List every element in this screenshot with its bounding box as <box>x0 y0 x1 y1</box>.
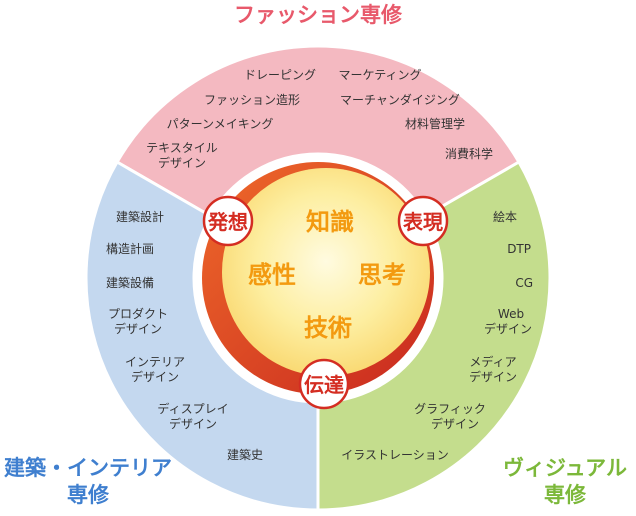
architecture-item: インテリア <box>125 355 185 369</box>
visual-item: DTP <box>507 242 531 256</box>
architecture-item: 建築設計 <box>116 209 164 224</box>
visual-item: CG <box>515 276 533 290</box>
architecture-item: デザイン <box>169 416 217 431</box>
visual-item: Web <box>498 307 524 321</box>
fashion-title: ファッション専修 <box>234 3 403 27</box>
fashion-item: デザイン <box>158 155 206 170</box>
architecture-item: デザイン <box>114 321 162 336</box>
visual-item: デザイン <box>469 369 517 384</box>
fashion-item: マーケティング <box>338 68 421 82</box>
architecture-item: 建築史 <box>227 447 263 462</box>
visual-item: グラフィック <box>414 402 486 416</box>
architecture-item: 構造計画 <box>106 241 154 256</box>
visual-item: 絵本 <box>493 209 517 224</box>
visual-title-line2: 専修 <box>544 483 587 507</box>
badge-ideation-label: 発想 <box>207 210 248 234</box>
visual-item: デザイン <box>431 416 479 431</box>
core-word-technique: 技術 <box>304 314 352 342</box>
visual-title-line1: ヴィジュアル <box>503 456 627 480</box>
fashion-item: ファッション造形 <box>204 93 300 107</box>
badge-ideation: 発想 <box>202 195 254 247</box>
badge-expression-label: 表現 <box>403 210 443 234</box>
fashion-item: パターンメイキング <box>167 117 274 131</box>
badge-expression: 表現 <box>397 195 449 247</box>
badge-communication: 伝達 <box>298 358 350 410</box>
architecture-item: プロダクト <box>108 306 168 321</box>
badge-communication-label: 伝達 <box>304 373 344 397</box>
visual-item: メディア <box>469 354 516 369</box>
architecture-item: 建築設備 <box>106 275 154 290</box>
architecture-title-line2: 専修 <box>67 483 110 507</box>
visual-item: デザイン <box>484 321 532 336</box>
visual-item: イラストレーション <box>341 448 449 462</box>
core-word-sensibility: 感性 <box>248 261 296 289</box>
fashion-item: 消費科学 <box>445 146 493 161</box>
fashion-item: マーチャンダイジング <box>340 92 460 107</box>
fashion-item: ドレーピング <box>244 68 316 82</box>
core-circle <box>222 168 430 376</box>
fashion-item: テキスタイル <box>146 141 218 155</box>
core-word-knowledge: 知識 <box>306 208 354 236</box>
architecture-title-line1: 建築・インテリア <box>4 456 172 480</box>
architecture-item: デザイン <box>131 369 179 384</box>
fashion-item: 材料管理学 <box>405 116 465 131</box>
core-word-thinking: 思考 <box>358 261 406 289</box>
architecture-item: ディスプレイ <box>157 401 228 416</box>
